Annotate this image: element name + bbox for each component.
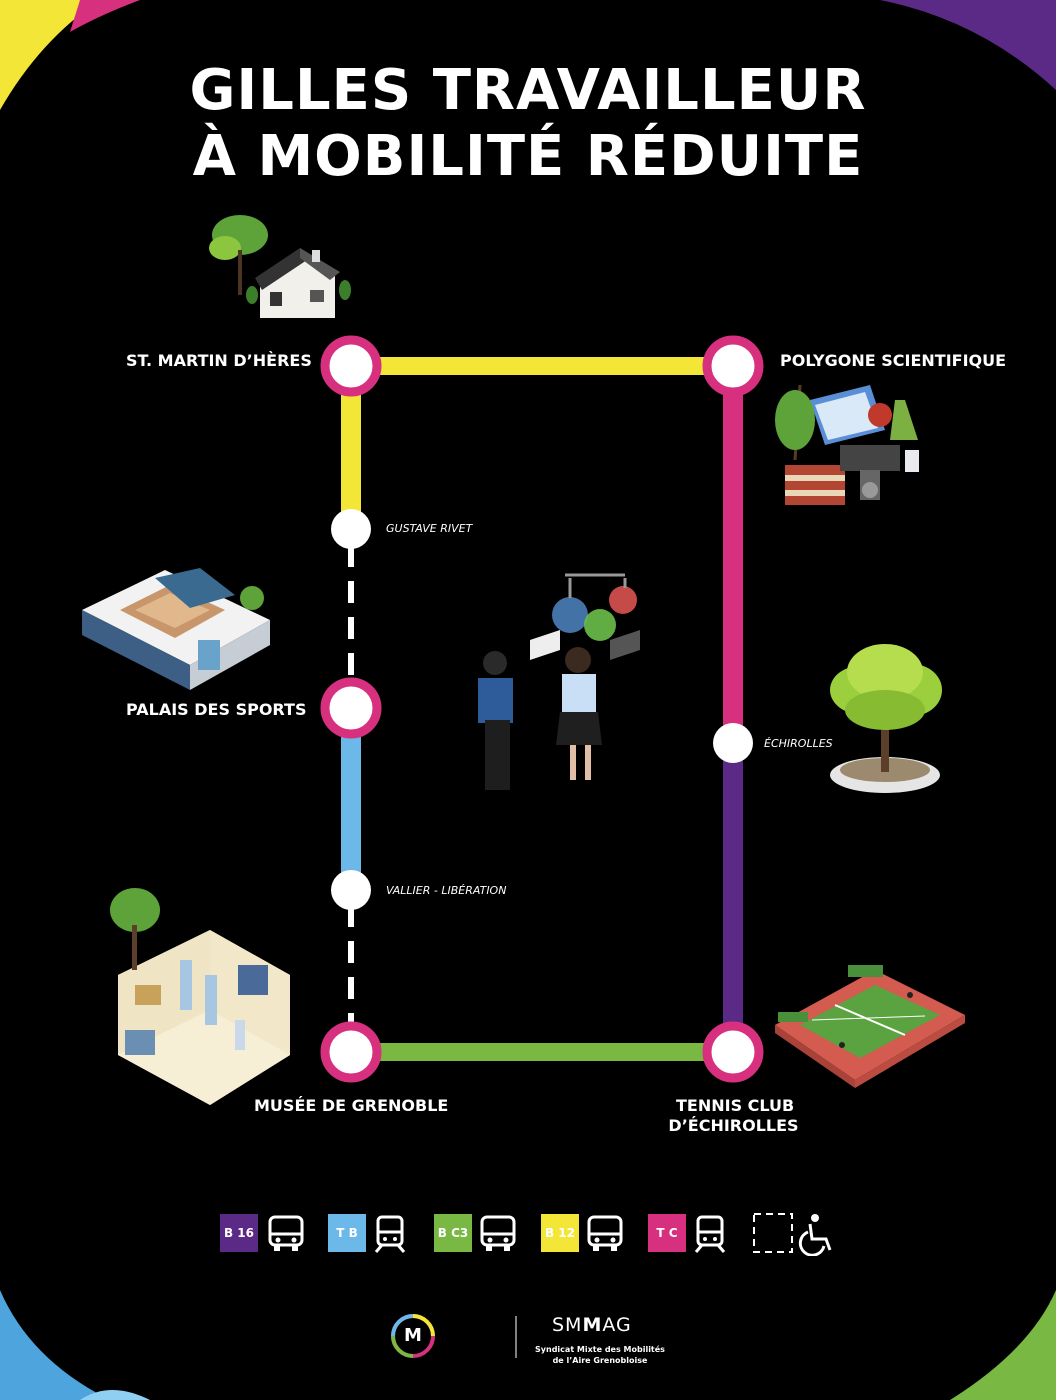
tennis-court-illustration (775, 965, 965, 1088)
label-st-martin: ST. MARTIN D’HÈRES (126, 351, 312, 370)
tram-icon (374, 1215, 406, 1253)
stop-echirolles (713, 723, 753, 763)
smmag-mid: M (582, 1314, 603, 1336)
corner-lightblue-shape (80, 1390, 150, 1400)
museum-illustration (110, 888, 290, 1105)
smmag-suffix: AG (602, 1314, 632, 1336)
legend-badge: T B (328, 1214, 366, 1252)
corner-blue-shape (0, 1290, 110, 1400)
corner-magenta-shape (70, 0, 140, 32)
palais-sports-illustration (82, 568, 270, 690)
corner-yellow-shape (0, 0, 100, 110)
title-line-2: À MOBILITÉ RÉDUITE (192, 124, 864, 189)
label-vallier: VALLIER - LIBÉRATION (386, 884, 507, 897)
label-tennis-line2: D’ÉCHIROLLES (668, 1116, 799, 1135)
legend-badge: B 16 (220, 1214, 258, 1252)
label-gustave-rivet: GUSTAVE RIVET (386, 522, 473, 535)
bus-icon (480, 1215, 516, 1251)
label-polygone: POLYGONE SCIENTIFIQUE (780, 351, 1007, 370)
walk-legend (753, 1213, 832, 1256)
smmag-line2: de l’Aire Grenobloise (552, 1356, 648, 1365)
station-tennis (702, 1021, 764, 1083)
smmag-logo: SMMAG (552, 1314, 632, 1336)
dashed-box-icon (753, 1213, 793, 1253)
station-palais-sports (320, 677, 382, 739)
station-polygone (702, 335, 764, 397)
station-musee (320, 1021, 382, 1083)
stop-vallier (331, 870, 371, 910)
lab-desk-illustration (775, 384, 919, 505)
label-palais-sports: PALAIS DES SPORTS (126, 700, 307, 719)
label-tennis-line1: TENNIS CLUB (676, 1096, 795, 1115)
smmag-line1: Syndicat Mixte des Mobilités (535, 1345, 665, 1354)
tree-illustration (830, 644, 942, 793)
bus-icon (587, 1215, 623, 1251)
title-line-1: GILLES TRAVAILLEUR (189, 58, 867, 123)
wheelchair-icon (798, 1214, 832, 1256)
m-logo-letter: M (404, 1325, 422, 1346)
legend-badge: B 12 (541, 1214, 579, 1252)
label-musee: MUSÉE DE GRENOBLE (254, 1096, 449, 1115)
scientists-illustration (478, 573, 640, 790)
corner-green-shape (950, 1290, 1056, 1400)
smmag-prefix: SM (552, 1314, 583, 1336)
tram-icon (694, 1215, 726, 1253)
stop-gustave-rivet (331, 509, 371, 549)
legend-badge: T C (648, 1214, 686, 1252)
label-echirolles: ÉCHIROLLES (764, 737, 833, 750)
legend-badge: B C3 (434, 1214, 472, 1252)
bus-icon (268, 1215, 304, 1251)
station-st-martin (320, 335, 382, 397)
house-illustration (209, 215, 351, 318)
corner-purple-shape (880, 0, 1056, 90)
